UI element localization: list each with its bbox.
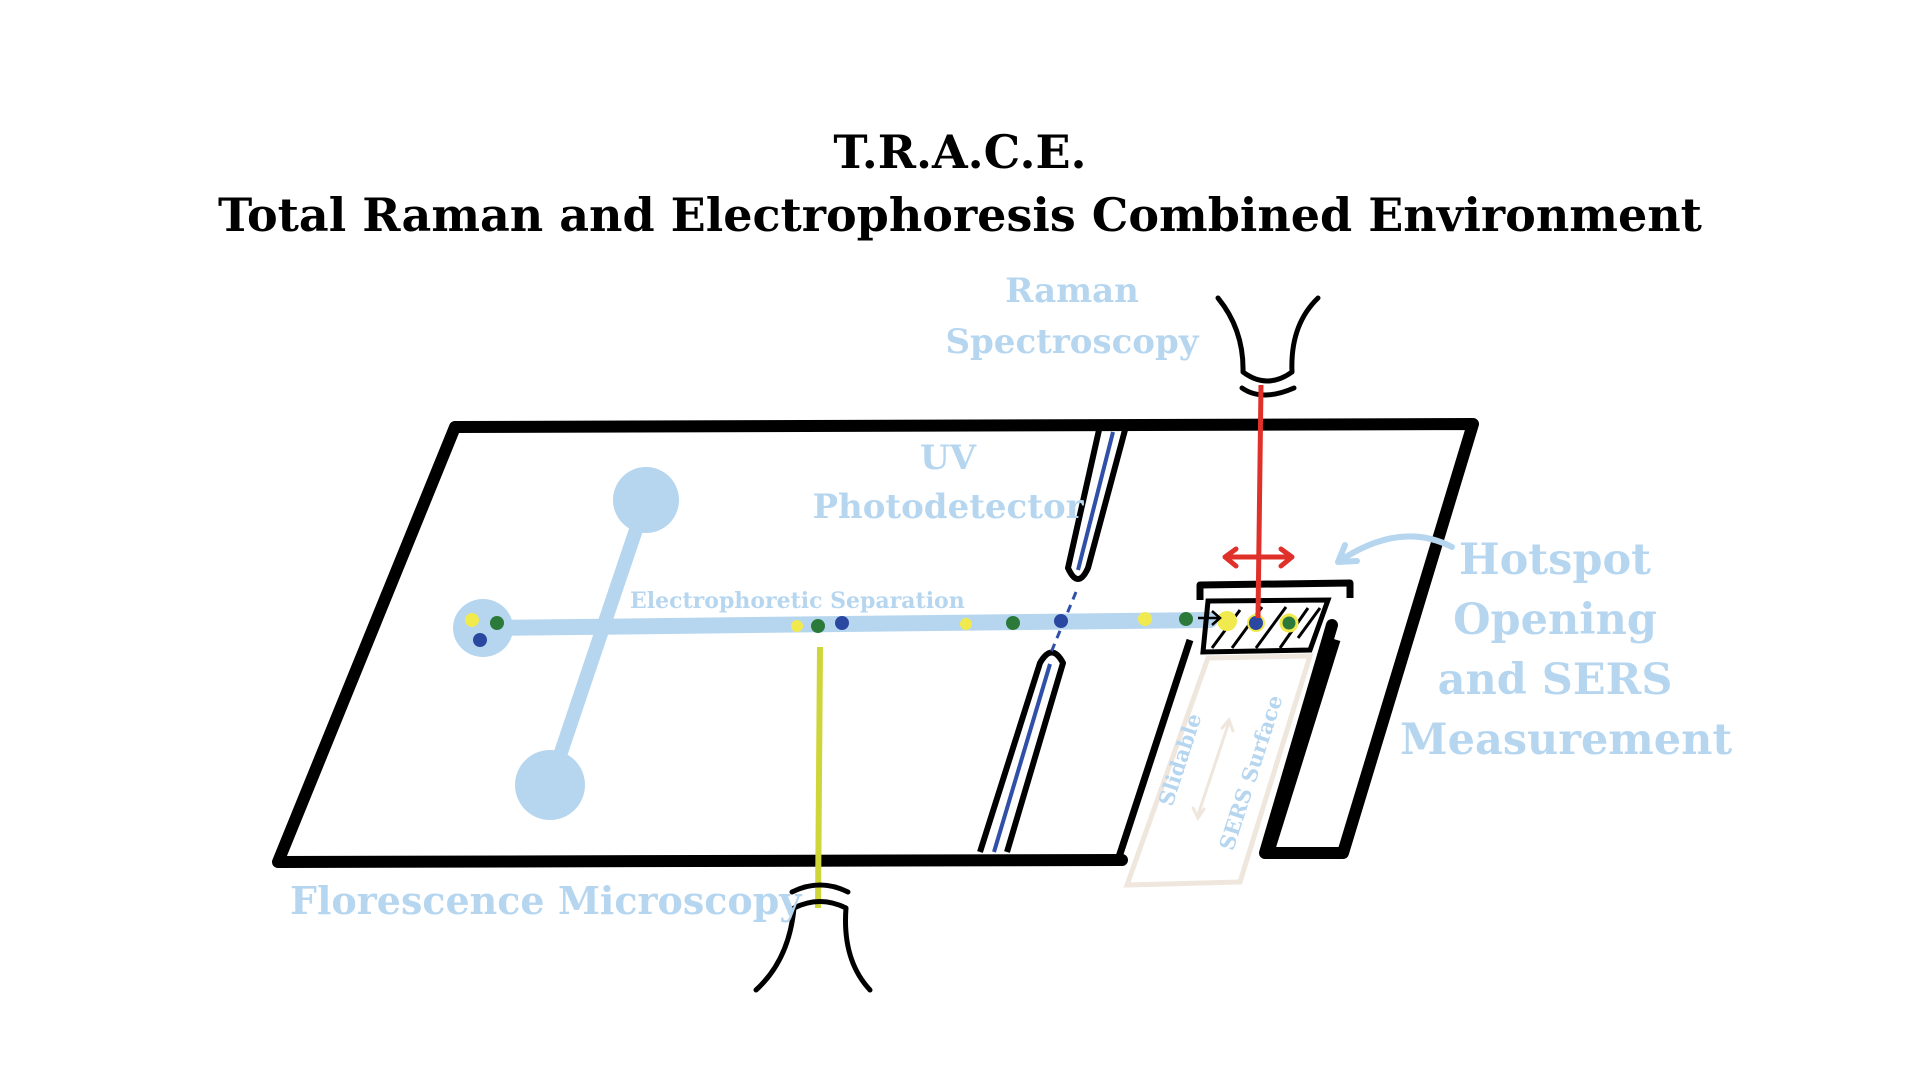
hotspot-label-line2: Opening xyxy=(1453,595,1657,645)
particle xyxy=(1006,616,1020,630)
uv-label-line1: UV xyxy=(919,438,977,478)
cross-channel xyxy=(543,493,653,792)
raman-beam xyxy=(1255,384,1264,619)
diagram-subtitle: Total Raman and Electrophoresis Combined… xyxy=(218,188,1702,242)
hotspot-label-line1: Hotspot xyxy=(1459,535,1651,585)
uv-fiber-lower-core xyxy=(992,663,1052,853)
sample-particles xyxy=(465,611,1299,647)
objective-lens-icon xyxy=(1215,295,1321,384)
raman-label: Raman Spectroscopy xyxy=(942,266,1202,368)
fluorescence-beam xyxy=(815,646,823,909)
chip-outline xyxy=(272,418,1479,868)
particle xyxy=(791,620,803,632)
hotspot-opening xyxy=(1200,597,1332,655)
diagram-title: T.R.A.C.E. xyxy=(833,125,1087,179)
double-arrow-icon xyxy=(1191,717,1235,821)
fluorescence-lens-tip xyxy=(789,882,851,895)
raman-label-line1: Raman xyxy=(1005,271,1139,311)
hotspot-frame xyxy=(1196,579,1354,600)
particle xyxy=(1279,613,1299,633)
separation-label: Electrophoretic Separation xyxy=(630,588,965,614)
uv-fiber-upper-core xyxy=(1076,431,1115,571)
slider-rail-left xyxy=(1114,638,1194,862)
hotspot-label: Hotspot Opening and SERS Measurement xyxy=(1400,530,1733,770)
sers-slider xyxy=(1123,653,1314,888)
particle xyxy=(1054,614,1068,628)
particle xyxy=(473,633,487,647)
fluorescence-label: Florescence Microscopy xyxy=(290,878,802,923)
slider-rail-right xyxy=(1266,638,1341,857)
particle xyxy=(1217,611,1237,631)
objective-lens-icon xyxy=(753,899,873,993)
particle xyxy=(1179,612,1193,626)
raman-scan-arrows xyxy=(1222,546,1295,569)
flow-arrow xyxy=(1198,610,1222,626)
particle xyxy=(835,616,849,630)
particle xyxy=(811,619,825,633)
raman-label-line2: Spectroscopy xyxy=(945,322,1199,362)
particle xyxy=(960,618,972,630)
uv-photodetector-label: UV Photodetector xyxy=(808,434,1088,532)
uv-label-line2: Photodetector xyxy=(812,487,1084,527)
hotspot-label-line3: and SERS xyxy=(1437,655,1673,705)
particle xyxy=(490,616,504,630)
uv-fiber-lower xyxy=(977,649,1066,853)
curved-arrow-icon xyxy=(1335,533,1455,565)
particle xyxy=(465,613,479,627)
particle xyxy=(1138,612,1152,626)
uv-fiber-upper xyxy=(1065,429,1128,582)
raman-lens-tip xyxy=(1239,385,1297,398)
hotspot-label-line4: Measurement xyxy=(1400,715,1733,765)
